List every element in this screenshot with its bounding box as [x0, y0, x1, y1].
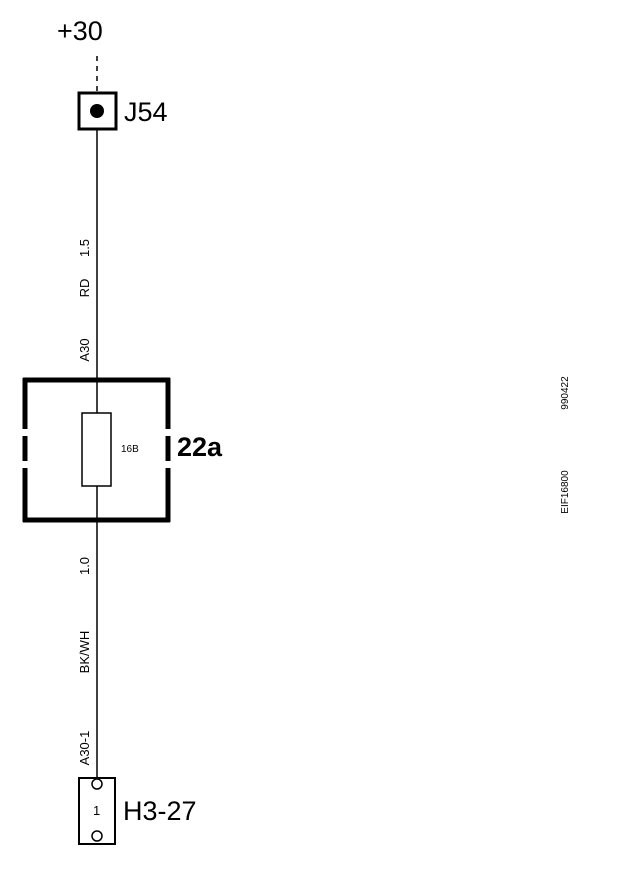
- connector-h3-27-pin: 1: [93, 803, 100, 818]
- connector-h3-27-label: H3-27: [123, 796, 197, 826]
- connector-j54-label: J54: [124, 97, 168, 127]
- connector-h3-27-bottom-terminal: [91, 830, 103, 842]
- wire-top-circuit: A30: [77, 338, 92, 361]
- fuse-box-label: 22a: [177, 432, 223, 462]
- fuse-16b: [81, 412, 112, 487]
- wire-bottom-color: BK/WH: [77, 631, 92, 674]
- wire-bottom-size: 1.0: [77, 557, 92, 575]
- margin-date-code: 990422: [560, 376, 571, 410]
- supply-label: +30: [57, 16, 103, 46]
- connector-j54-pin: [90, 104, 104, 118]
- wire-top-size: 1.5: [77, 239, 92, 257]
- connector-h3-27: 1 H3-27: [78, 777, 197, 845]
- fuse-box-22a: 16B 22a: [22, 377, 223, 523]
- connector-h3-27-top-terminal: [91, 778, 103, 790]
- wire-top-color: RD: [77, 279, 92, 298]
- fuse-id-label: 16B: [121, 444, 139, 455]
- connector-j54: J54: [77, 91, 168, 131]
- wire-bottom-circuit: A30-1: [77, 731, 92, 766]
- margin-figure-code: EIF16800: [560, 470, 571, 514]
